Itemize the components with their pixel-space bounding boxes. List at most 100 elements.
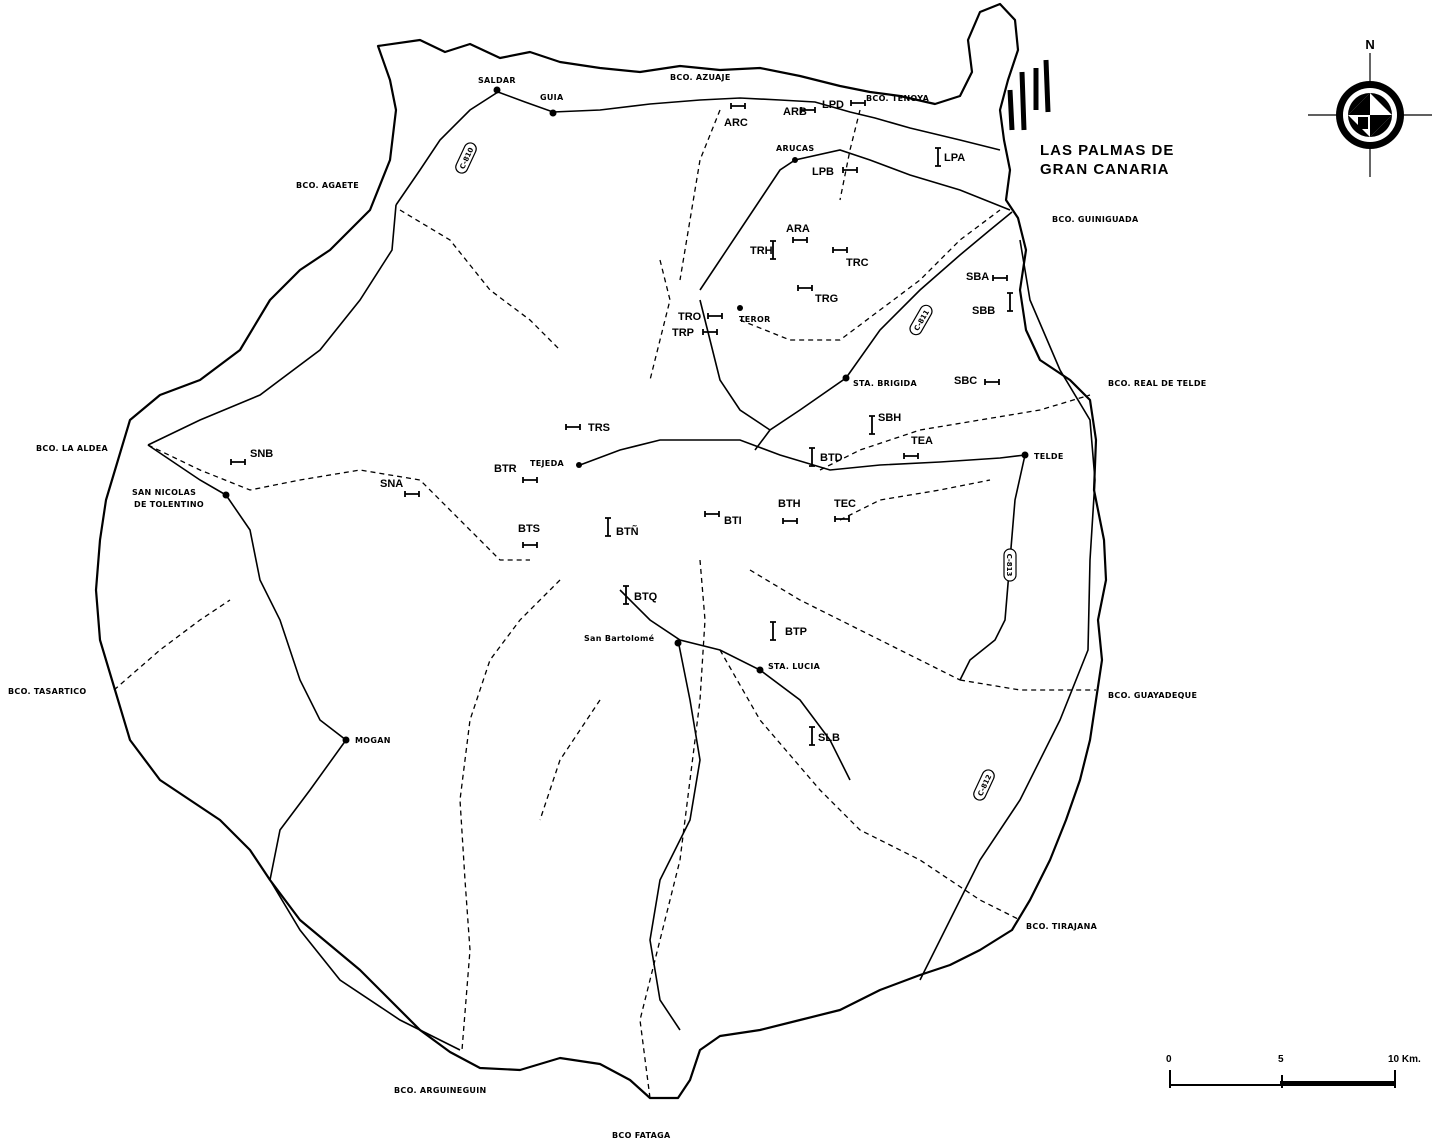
site-label-bth: BTH	[778, 498, 801, 510]
lucia-dot	[756, 666, 764, 674]
track-2	[147, 444, 530, 561]
road-teror-south	[699, 299, 771, 431]
site-marker-tro	[707, 313, 723, 319]
site-label-tro: TRO	[678, 311, 702, 323]
ravine-tirajana-label: BCO. TIRAJANA	[1026, 922, 1098, 931]
track-8	[819, 394, 1091, 471]
site-label-btp: BTP	[785, 626, 807, 638]
sanbartolome-dot	[674, 639, 682, 647]
ravine-tasartico-label: BCO. TASARTICO	[8, 687, 87, 696]
track-14	[749, 569, 961, 681]
site-label-bti: BTI	[724, 515, 742, 527]
site-label-lpb: LPB	[812, 166, 834, 178]
tejeda-dot	[576, 462, 582, 468]
town-sannicolas-label-2: DE TOLENTINO	[134, 500, 204, 509]
road-c813	[959, 454, 1026, 681]
town-sanbartolome-label: San Bartolomé	[584, 633, 655, 643]
site-marker-btp	[770, 621, 776, 641]
road-west	[147, 204, 397, 446]
site-marker-sbc	[984, 379, 1000, 385]
city-label-line1: LAS PALMAS DE	[1040, 142, 1174, 159]
site-label-arc: ARC	[724, 117, 748, 129]
brigida-dot	[842, 374, 850, 382]
scale-label-0: 0	[1166, 1054, 1172, 1065]
site-label-ara: ARA	[786, 223, 810, 235]
port-piers	[1007, 59, 1051, 131]
site-label-bts: BTS	[518, 523, 540, 535]
site-label-lpd: LPD	[822, 99, 844, 111]
track-5	[639, 559, 706, 1099]
site-label-tec: TEC	[834, 498, 856, 510]
site-marker-tec	[834, 516, 850, 522]
road-c812	[919, 239, 1096, 981]
telde-dot	[1021, 451, 1029, 459]
scale-label-10: 10 Km.	[1388, 1054, 1421, 1065]
road-code-c810: C-810	[455, 142, 477, 174]
road-fataga	[649, 639, 701, 1031]
site-marker-lpd	[850, 100, 866, 106]
road-code-c813: C-813	[1003, 548, 1017, 582]
town-mogan-label: MOGAN	[355, 736, 391, 745]
site-label-trg: TRG	[815, 293, 838, 305]
town-brigida-label: STA. BRIGIDA	[853, 379, 917, 388]
road-interior-north	[147, 444, 347, 741]
site-label-trc: TRC	[846, 257, 869, 269]
site-label-trs: TRS	[588, 422, 610, 434]
road-code-c812: C-812	[973, 769, 995, 801]
guia-dot	[549, 109, 557, 117]
track-13	[839, 109, 861, 201]
site-marker-trc	[832, 247, 848, 253]
road-tejeda-telde	[579, 439, 1026, 471]
site-marker-trg	[797, 285, 813, 291]
compass-rose: N	[1308, 37, 1432, 177]
track-11	[649, 259, 671, 381]
mogan-dot	[342, 736, 350, 744]
town-teror-label: TEROR	[739, 315, 771, 324]
city-label-line2: GRAN CANARIA	[1040, 161, 1170, 178]
ravine-laaldea-label: BCO. LA ALDEA	[36, 444, 108, 453]
track-6	[719, 649, 1021, 921]
site-marker-sbh	[869, 415, 875, 435]
road-c811	[754, 211, 1013, 451]
town-tejeda-label: TEJEDA	[530, 459, 565, 468]
site-markers: ARBARCLPDLPBLPAARATRHTRCTRGTROTRPSBASBBS…	[230, 99, 1013, 746]
site-marker-arb	[800, 107, 816, 113]
town-guia-label: GUIA	[540, 93, 564, 102]
site-label-btd: BTD	[820, 452, 843, 464]
site-label-btq: BTQ	[634, 591, 658, 603]
site-label-sbc: SBC	[954, 375, 977, 387]
track-4	[459, 579, 561, 1051]
site-marker-arc	[730, 103, 746, 109]
track-7	[959, 679, 1096, 691]
site-marker-trp	[702, 329, 718, 335]
scale-label-5: 5	[1278, 1054, 1284, 1065]
track-9	[839, 479, 991, 521]
site-marker-ara	[792, 237, 808, 243]
ravine-fataga-label: BCO FATAGA	[612, 1131, 671, 1140]
site-marker-tea	[903, 453, 919, 459]
site-marker-sbb	[1007, 292, 1013, 312]
svg-text:C-813: C-813	[1005, 554, 1013, 577]
site-marker-bth	[782, 518, 798, 524]
track-10	[739, 209, 1001, 341]
track-12	[679, 109, 721, 281]
site-marker-lpb	[842, 167, 858, 173]
site-marker-bti	[704, 511, 720, 517]
site-label-btr: BTR	[494, 463, 517, 475]
road-code-c811: C-811	[909, 304, 933, 336]
site-marker-trh	[770, 240, 776, 260]
ravine-tenoya-label: BCO. TENOYA	[866, 94, 930, 103]
site-label-trp: TRP	[672, 327, 694, 339]
site-marker-btr	[522, 477, 538, 483]
site-label-sba: SBA	[966, 271, 989, 283]
site-marker-btd	[809, 447, 815, 467]
town-lucia-label: STA. LUCIA	[768, 662, 821, 671]
track-1	[399, 209, 561, 351]
ravine-guiniguada-label: BCO. GUINIGUADA	[1052, 215, 1139, 224]
saldar-dot	[493, 86, 501, 94]
road-c810	[395, 91, 1001, 206]
arucas-dot	[792, 157, 798, 163]
site-label-arb: ARB	[783, 106, 807, 118]
site-marker-snb	[230, 459, 246, 465]
